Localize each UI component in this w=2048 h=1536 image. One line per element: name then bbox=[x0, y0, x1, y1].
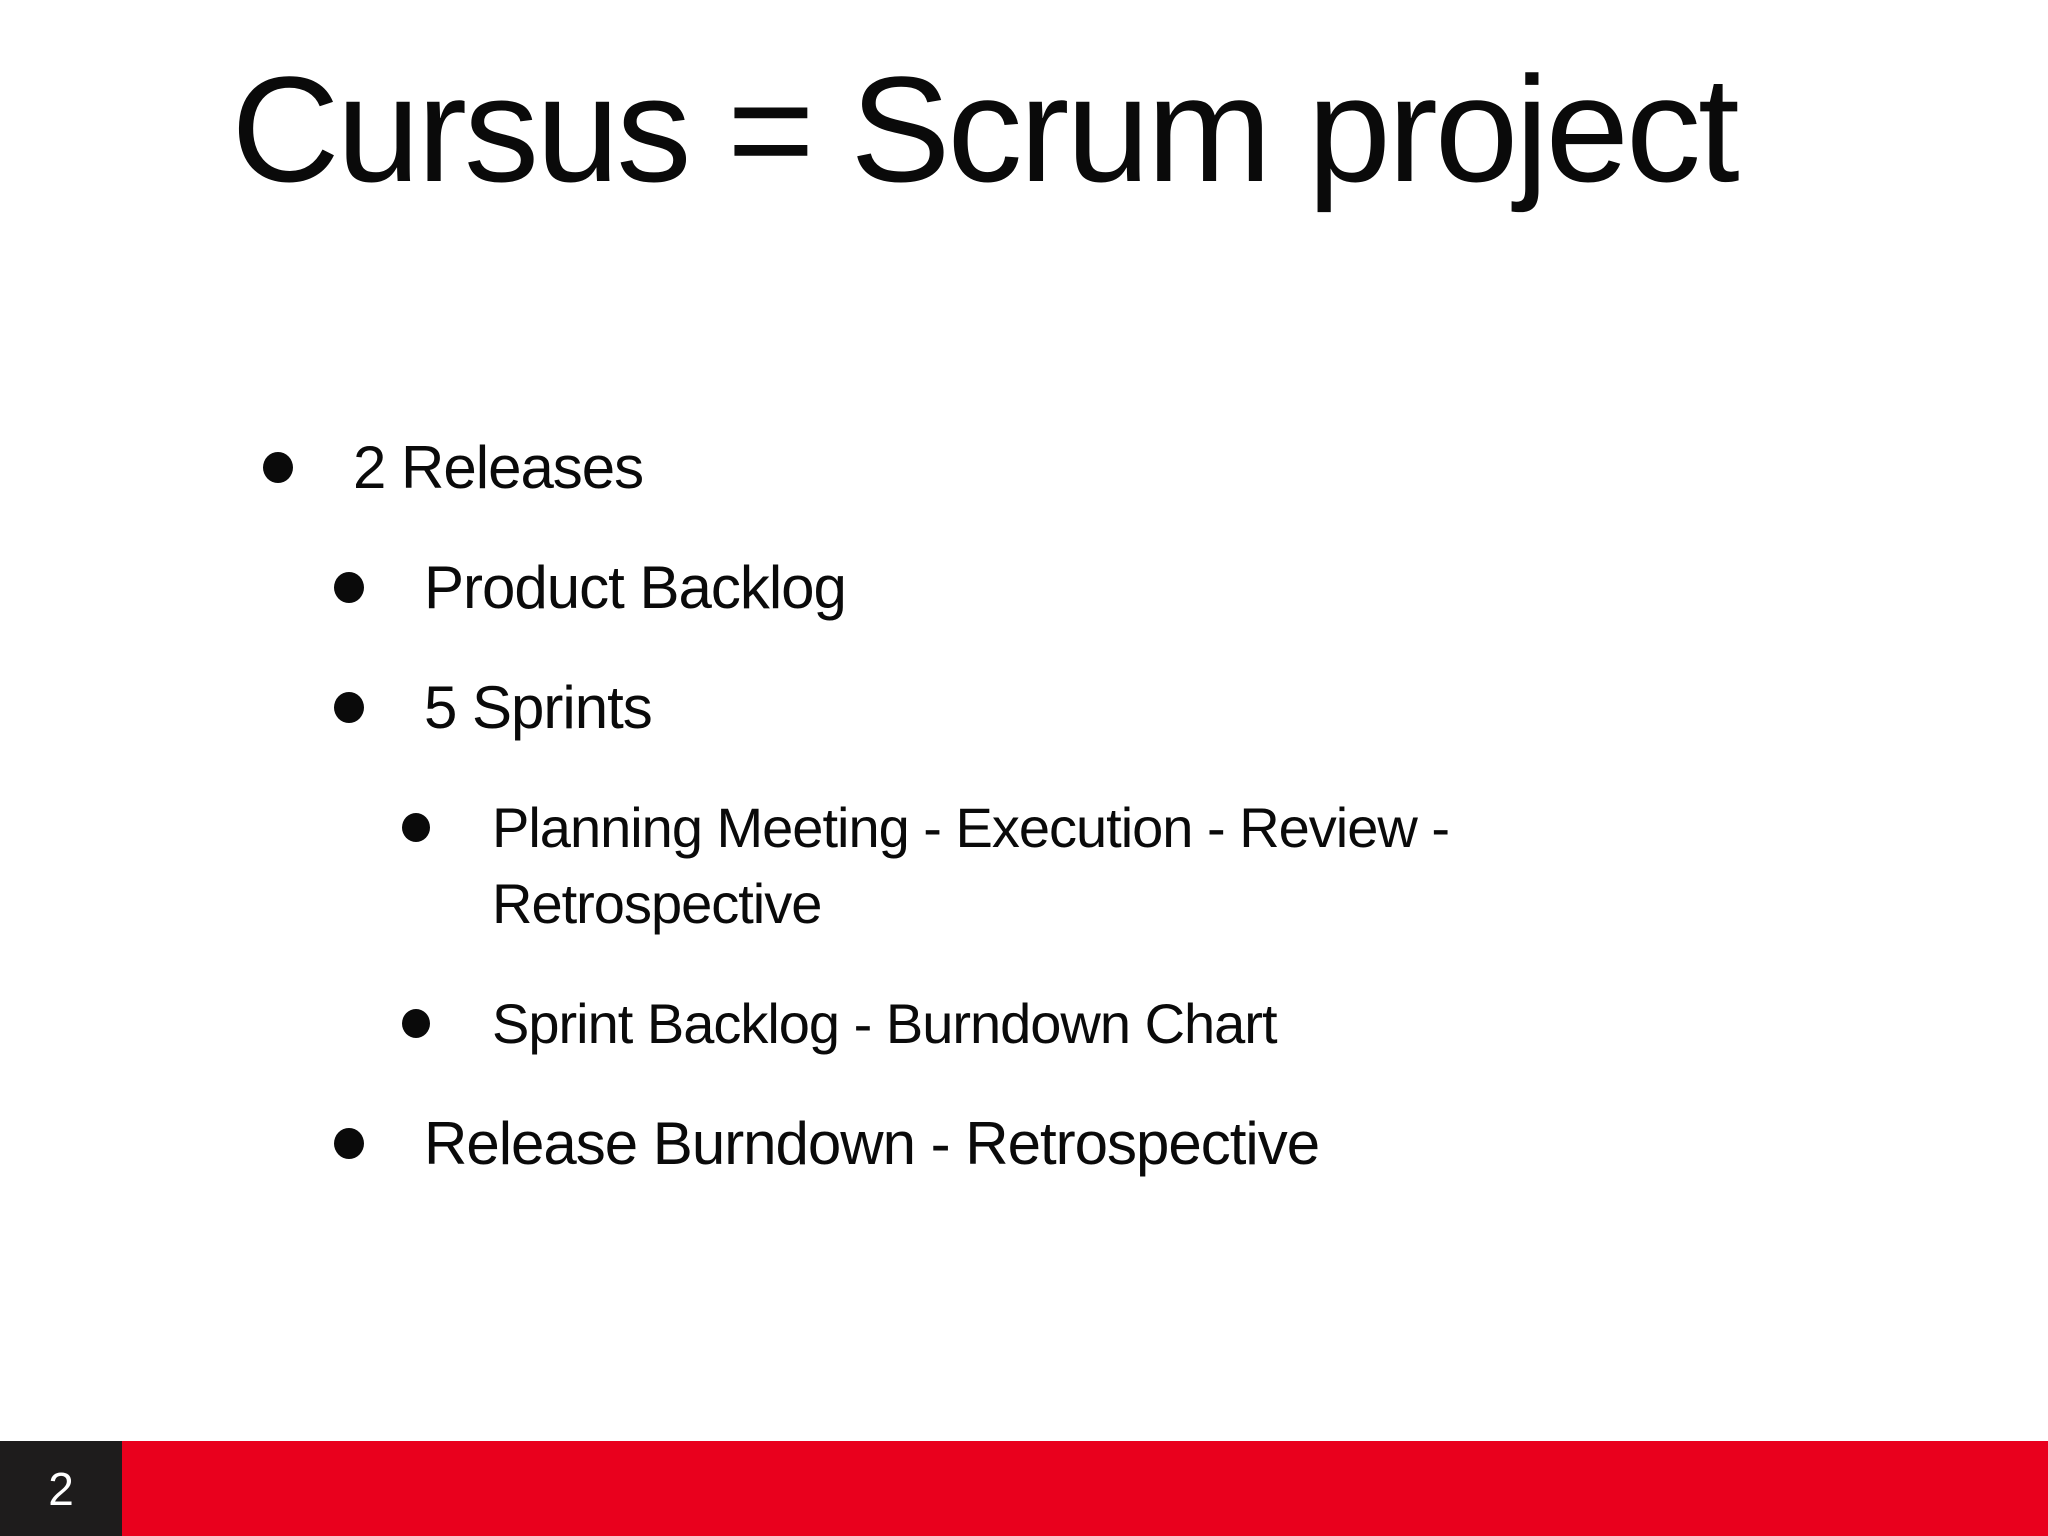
bullet-text: Product Backlog bbox=[424, 554, 847, 621]
slide-title: Cursus = Scrum project bbox=[231, 45, 1739, 213]
bullet-text: Release Burndown - Retrospective bbox=[424, 1110, 1320, 1177]
bullet-item: 2 Releases bbox=[0, 430, 2008, 506]
bullet-icon bbox=[402, 1009, 430, 1038]
bullet-item: Planning Meeting - Execution - Review - … bbox=[0, 790, 2008, 942]
bullet-item: Product Backlog bbox=[0, 550, 2008, 626]
bullet-item: Sprint Backlog - Burndown Chart bbox=[0, 986, 2008, 1062]
bullet-icon bbox=[334, 1128, 364, 1159]
page-number-box: 2 bbox=[0, 1441, 122, 1536]
bullet-icon bbox=[334, 692, 364, 723]
footer-bar: 2 bbox=[0, 1441, 2048, 1536]
bullet-icon bbox=[402, 813, 430, 842]
bullet-item: 5 Sprints bbox=[0, 670, 2008, 746]
bullet-text: 2 Releases bbox=[353, 434, 644, 501]
bullet-icon bbox=[334, 572, 364, 603]
footer-red-bar bbox=[0, 1441, 2048, 1536]
bullet-text: 5 Sprints bbox=[424, 674, 653, 741]
page-number: 2 bbox=[48, 1462, 74, 1515]
bullet-item: Release Burndown - Retrospective bbox=[0, 1106, 2008, 1182]
bullet-text: Planning Meeting - Execution - Review - … bbox=[492, 796, 1450, 935]
bullet-icon bbox=[263, 452, 293, 483]
bullet-text: Sprint Backlog - Burndown Chart bbox=[492, 992, 1277, 1055]
